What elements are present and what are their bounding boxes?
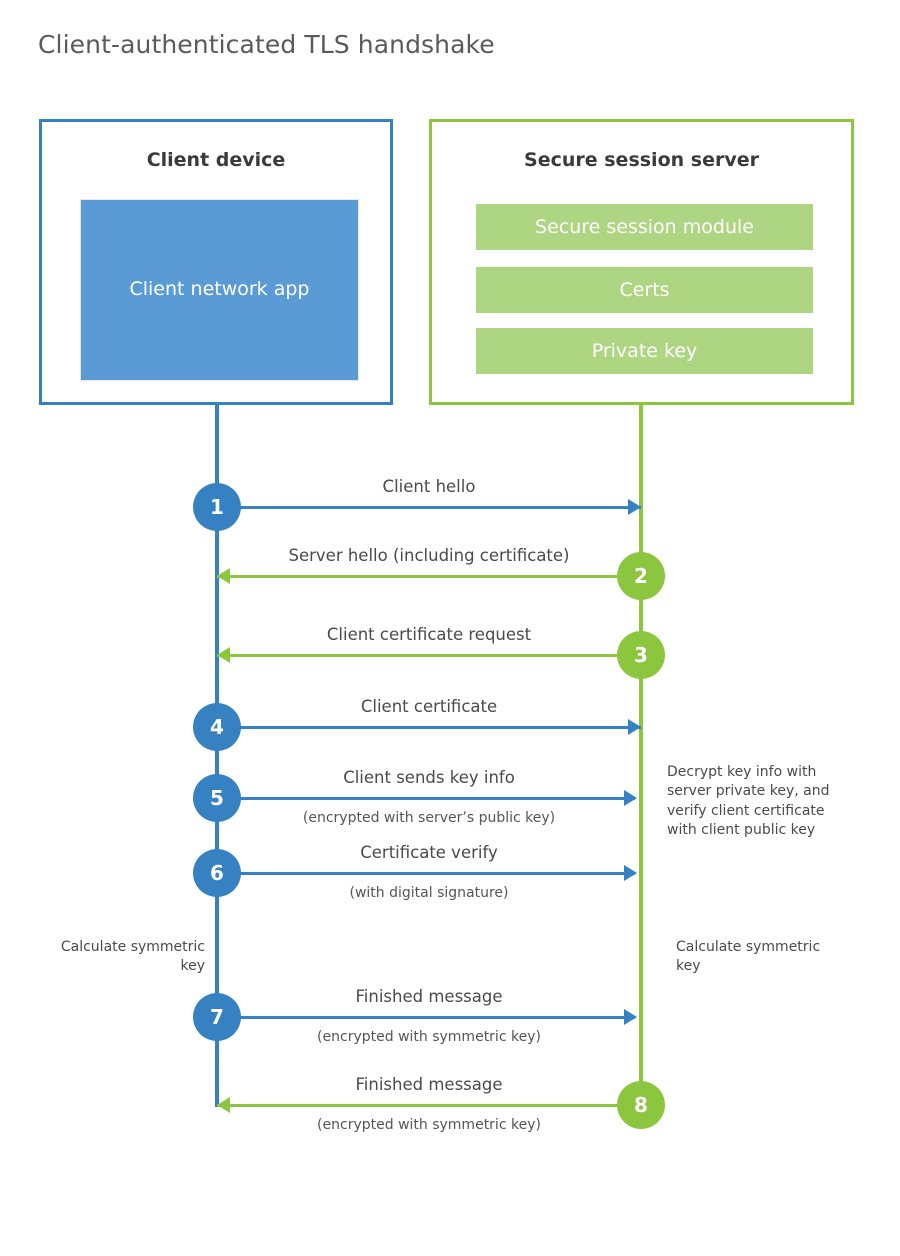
- secure-session-server-box: Secure session server Secure session mod…: [429, 119, 854, 405]
- message-label-7: Finished message: [355, 987, 503, 1006]
- message-label-2: Server hello (including certificate): [288, 546, 570, 565]
- arrow-head-right-4: [628, 719, 641, 735]
- message-label-1: Client hello: [382, 477, 476, 496]
- certs-block: Certs: [476, 267, 813, 313]
- step-marker-8: 8: [617, 1081, 665, 1129]
- message-label-3: Client certificate request: [326, 625, 532, 644]
- message-line-4: [217, 726, 641, 729]
- message-line-1: [217, 506, 641, 509]
- message-sublabel-8: (encrypted with symmetric key): [317, 1117, 541, 1133]
- message-line-3: [217, 654, 641, 657]
- message-label-5: Client sends key info: [343, 768, 515, 787]
- step-marker-7: 7: [193, 993, 241, 1041]
- step-marker-5: 5: [193, 774, 241, 822]
- message-line-7: [217, 1016, 635, 1019]
- step-marker-2: 2: [617, 552, 665, 600]
- message-line-8: [217, 1104, 641, 1107]
- client-lifeline: [215, 405, 219, 1107]
- step-marker-6: 6: [193, 849, 241, 897]
- client-device-box: Client device Client network app: [39, 119, 393, 405]
- arrow-head-right-1: [628, 499, 641, 515]
- server-calculate-key-annotation: Calculate symmetric key: [676, 939, 821, 975]
- client-calculate-key-annotation: Calculate symmetric key: [60, 939, 205, 975]
- message-label-4: Client certificate: [360, 697, 498, 716]
- secure-session-module-block: Secure session module: [476, 204, 813, 250]
- message-label-6: Certificate verify: [360, 843, 498, 862]
- message-line-5: [217, 797, 635, 800]
- message-line-6: [217, 872, 635, 875]
- step-marker-3: 3: [617, 631, 665, 679]
- arrow-head-left-3: [217, 647, 230, 663]
- arrow-head-right-6: [624, 865, 637, 881]
- message-label-8: Finished message: [355, 1075, 503, 1094]
- message-line-2: [217, 575, 641, 578]
- private-key-block: Private key: [476, 328, 813, 374]
- message-sublabel-5: (encrypted with server’s public key): [302, 810, 556, 826]
- page-title: Client-authenticated TLS handshake: [38, 30, 495, 59]
- server-decrypt-annotation: Decrypt key info with server private key…: [667, 764, 830, 838]
- step-marker-4: 4: [193, 703, 241, 751]
- client-device-title: Client device: [146, 149, 286, 171]
- server-lifeline: [639, 405, 643, 1107]
- message-sublabel-6: (with digital signature): [349, 885, 509, 901]
- message-sublabel-7: (encrypted with symmetric key): [317, 1029, 541, 1045]
- secure-session-server-title: Secure session server: [524, 149, 759, 171]
- step-marker-1: 1: [193, 483, 241, 531]
- client-network-app-block: Client network app: [80, 199, 359, 381]
- arrow-head-right-7: [624, 1009, 637, 1025]
- arrow-head-right-5: [624, 790, 637, 806]
- arrow-head-left-2: [217, 568, 230, 584]
- arrow-head-left-8: [217, 1097, 230, 1113]
